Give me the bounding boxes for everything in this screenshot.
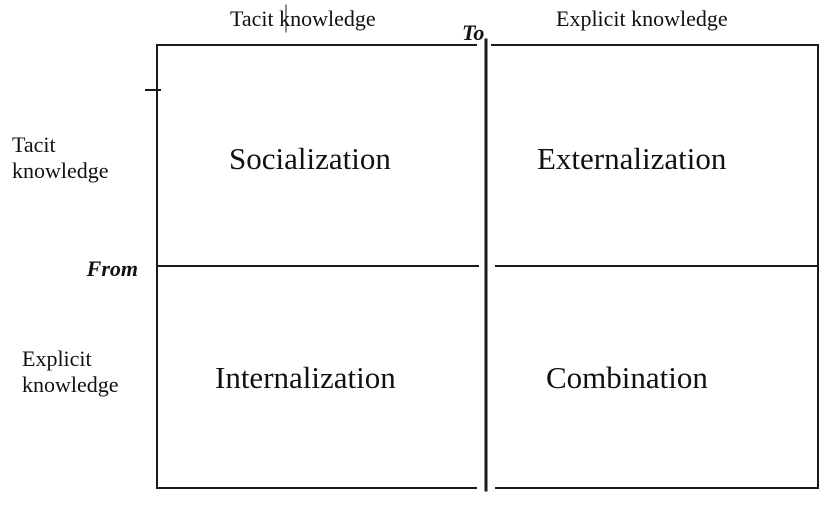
row-header-tacit: Tacit knowledge [12, 132, 109, 183]
cell-externalization: Externalization [537, 141, 727, 176]
cell-socialization: Socialization [229, 141, 391, 176]
column-header-tacit: Tacit knowledge [230, 6, 376, 31]
column-header-explicit: Explicit knowledge [556, 6, 728, 31]
cell-internalization: Internalization [215, 360, 396, 395]
from-axis-label: From [86, 256, 138, 281]
row-header-explicit: Explicit knowledge [22, 346, 119, 397]
cell-combination: Combination [546, 360, 708, 395]
to-axis-label: To [462, 20, 485, 45]
